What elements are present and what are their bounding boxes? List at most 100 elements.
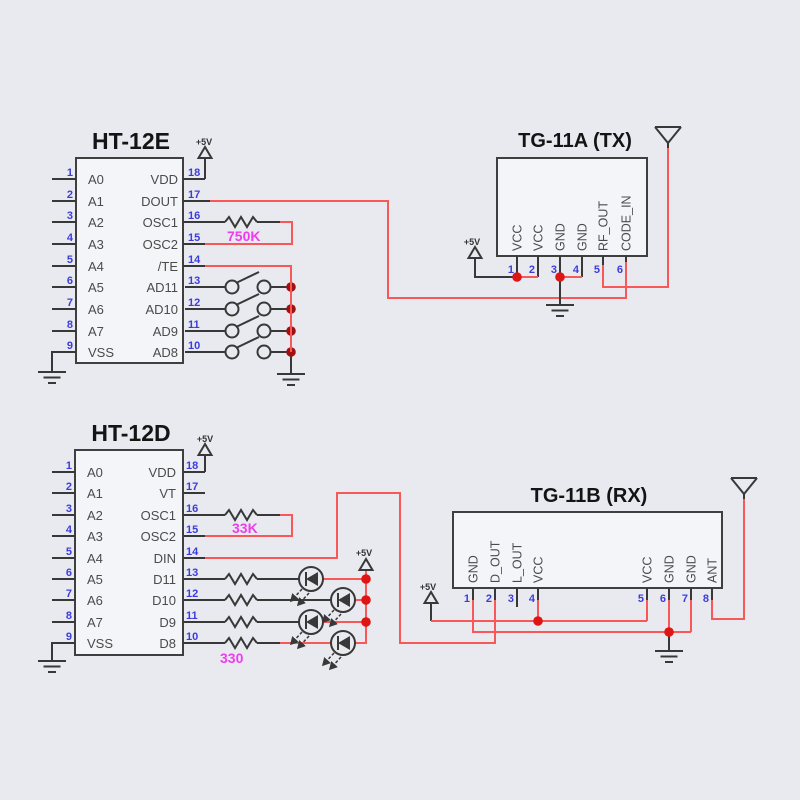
pin-number: 14 <box>186 546 199 558</box>
pin-number: 17 <box>186 481 198 493</box>
pin-label: RF_OUT <box>597 201 611 251</box>
pin-number: 14 <box>188 254 201 266</box>
pin-label: A4 <box>88 259 104 274</box>
tg11a-body <box>496 157 648 257</box>
chip-ht12d: +5V +5V HT-12D 33K 330 <box>37 420 496 673</box>
pin-number: 5 <box>594 264 600 276</box>
pin-number: 11 <box>188 319 200 331</box>
pin-number: 3 <box>67 210 73 222</box>
pin-label: VCC <box>532 557 546 583</box>
pin-number: 4 <box>573 264 580 276</box>
pin-number: 16 <box>188 210 200 222</box>
ht12d-pin-stubs <box>51 455 331 660</box>
junction-dot <box>361 617 371 627</box>
pin-label: A1 <box>87 486 103 501</box>
pin-number: 5 <box>66 546 72 558</box>
tg11b-body <box>452 511 723 589</box>
pin-label: D8 <box>159 636 176 651</box>
pin-label: A0 <box>88 172 104 187</box>
pin-number: 15 <box>188 232 200 244</box>
pin-number: 13 <box>188 275 200 287</box>
pin-label: D10 <box>152 593 176 608</box>
pin-label: VCC <box>532 225 546 251</box>
pin-label: DIN <box>154 551 176 566</box>
pin-number: 2 <box>66 481 72 493</box>
pin-label: A3 <box>88 237 104 252</box>
pin-number: 3 <box>508 593 514 605</box>
pin-number: 4 <box>66 524 73 536</box>
pin-number: 5 <box>638 593 644 605</box>
pin-label: AD9 <box>153 324 178 339</box>
pin-label: VDD <box>149 465 176 480</box>
pin-label: A3 <box>87 529 103 544</box>
pin-number: 5 <box>67 254 73 266</box>
pin-label: VCC <box>511 225 525 251</box>
pin-number: 18 <box>188 167 200 179</box>
wire-osc-loop <box>205 514 293 537</box>
pin-number: 2 <box>67 189 73 201</box>
pin-label: D_OUT <box>489 540 503 583</box>
pin-label: OSC2 <box>141 529 176 544</box>
pin-number: 8 <box>67 319 73 331</box>
pin-label: A5 <box>87 572 103 587</box>
junction-dot <box>664 627 674 637</box>
wire-osc-loop <box>205 221 293 245</box>
pin-label: A2 <box>87 508 103 523</box>
pin-number: 6 <box>617 264 623 276</box>
pin-label: AD8 <box>153 345 178 360</box>
pin-number: 6 <box>660 593 666 605</box>
pin-label: CODE_IN <box>620 195 634 251</box>
pin-number: 9 <box>67 340 73 352</box>
wire-din-to-dout <box>205 492 496 644</box>
pin-label: L_OUT <box>511 542 525 583</box>
wire-te-to-switches <box>205 265 292 352</box>
pin-label: D11 <box>153 572 176 587</box>
pin-label: GND <box>467 555 481 583</box>
module-tg11a: +5V TG-11A (TX) 1 2 3 4 5 6 VCC VCC GND … <box>464 126 682 317</box>
pin-number: 10 <box>186 631 198 643</box>
pin-label: A1 <box>88 194 104 209</box>
pin-number: 1 <box>508 264 514 276</box>
pin-number: 13 <box>186 567 198 579</box>
pin-number: 2 <box>486 593 492 605</box>
pin-label: VSS <box>88 345 114 360</box>
pin-label: VT <box>159 486 176 501</box>
pin-number: 3 <box>551 264 557 276</box>
pin-label: GND <box>663 555 677 583</box>
pin-number: 16 <box>186 503 198 515</box>
pin-label: VCC <box>641 557 655 583</box>
pin-label: A4 <box>87 551 103 566</box>
pin-label: AD11 <box>146 280 178 295</box>
junction-dot <box>361 595 371 605</box>
pin-label: A6 <box>88 302 104 317</box>
tg11a-pins: 1 2 3 4 5 6 VCC VCC GND GND RF_OUT CODE_… <box>508 195 634 276</box>
pin-label: OSC1 <box>143 215 178 230</box>
pin-label: A5 <box>88 280 104 295</box>
module-title: TG-11B (RX) <box>531 485 648 507</box>
power-label: +5V <box>420 582 436 592</box>
pin-label: VSS <box>87 636 113 651</box>
pin-number: 6 <box>66 567 72 579</box>
pin-number: 8 <box>703 593 709 605</box>
pin-number: 18 <box>186 460 198 472</box>
resistor-value: 330 <box>220 650 244 666</box>
pin-label: DOUT <box>141 194 178 209</box>
pin-number: 10 <box>188 340 200 352</box>
pin-number: 1 <box>464 593 470 605</box>
pin-label: A7 <box>87 615 103 630</box>
pin-label: A6 <box>87 593 103 608</box>
pin-number: 3 <box>66 503 72 515</box>
pin-label: GND <box>576 223 590 251</box>
wire-rfout-to-antenna <box>602 148 669 288</box>
pin-label: D9 <box>159 615 176 630</box>
pin-number: 7 <box>67 297 73 309</box>
power-label: +5V <box>356 548 372 558</box>
pin-number: 2 <box>529 264 535 276</box>
pin-label: A2 <box>88 215 104 230</box>
chip-ht12e: +5V HT-12E 750K 1 2 3 4 5 6 7 8 9 A0 A1 … <box>37 128 627 386</box>
ht12d-body <box>74 449 184 656</box>
pin-label: ANT <box>706 558 720 583</box>
junction-dot <box>533 616 543 626</box>
